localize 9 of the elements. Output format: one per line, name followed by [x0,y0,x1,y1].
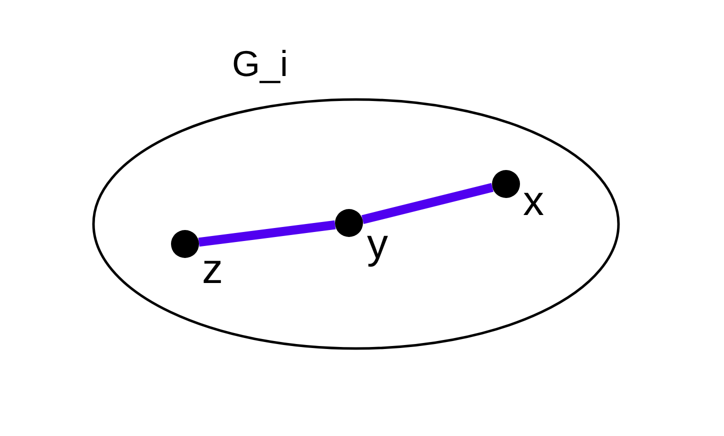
vertex-dot [492,170,520,198]
vertex-label: z [202,248,223,290]
graph-edge [362,183,494,224]
group-heading: G_i [232,46,288,82]
vertex-dot [171,230,199,258]
graph-edge [198,220,336,247]
vertex-label: y [367,223,388,265]
vertex-dot [335,209,363,237]
vertex-label: x [523,180,544,222]
